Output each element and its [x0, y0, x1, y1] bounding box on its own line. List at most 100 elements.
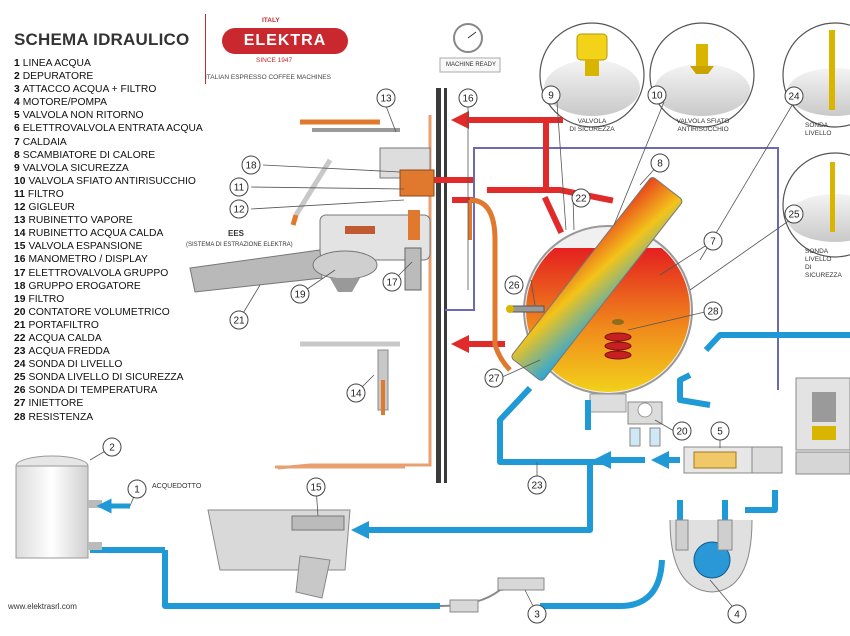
legend-number: 19 — [14, 293, 26, 305]
callout-5: 5 — [710, 421, 730, 441]
legend-number: 11 — [14, 188, 25, 200]
legend-number: 13 — [14, 215, 26, 227]
legend-number: 14 — [14, 228, 26, 240]
callout-17: 17 — [382, 272, 402, 292]
leader-lines — [89, 101, 795, 615]
legend-label: VALVOLA SFIATO ANTIRISUCCHIO — [28, 175, 196, 187]
callout-number: 1 — [134, 485, 140, 496]
legend-number: 15 — [14, 241, 26, 253]
legend-label: ATTACCO ACQUA + FILTRO — [22, 84, 157, 96]
callout-number: 17 — [386, 278, 398, 289]
callout-21: 21 — [229, 310, 249, 330]
legend-label: GRUPPO EROGATORE — [28, 280, 141, 292]
legend-number: 27 — [14, 398, 26, 410]
legend-number: 20 — [14, 306, 26, 318]
callout-number: 11 — [234, 183, 245, 194]
motor-pump — [669, 519, 753, 593]
legend-number: 4 — [14, 97, 20, 109]
logo-tagline: ITALIAN ESPRESSO COFFEE MACHINES — [205, 74, 331, 81]
callout-number: 20 — [676, 427, 688, 438]
inset-valvola-sfiato — [649, 22, 755, 128]
website-url: www.elektrasrl.com — [8, 602, 77, 611]
callout-26: 26 — [504, 275, 524, 295]
legend-number: 9 — [14, 162, 20, 174]
legend-label: SONDA LIVELLO DI SICUREZZA — [28, 372, 184, 384]
legend-label: CALDAIA — [22, 136, 67, 148]
callout-19: 19 — [290, 284, 310, 304]
legend-label: SONDA DI LIVELLO — [28, 359, 123, 371]
temperature-probe — [506, 305, 545, 313]
legend-number: 21 — [14, 319, 26, 331]
cold-lines — [90, 332, 850, 609]
callout-number: 3 — [534, 610, 540, 621]
inset-label-valvola-sfiato: VALVOLA SFIATO ANTIRISUCCHIO — [676, 118, 730, 133]
copper-line-boiler — [469, 197, 512, 372]
legend-label: ELETTROVALVOLA GRUPPO — [28, 267, 169, 279]
callout-number: 21 — [233, 316, 245, 327]
legend-number: 24 — [14, 359, 26, 371]
inset-valvola-sicurezza — [539, 22, 645, 128]
callout-number: 13 — [380, 94, 392, 105]
legend-number: 3 — [14, 84, 20, 96]
callout-number: 24 — [788, 92, 800, 103]
legend-label: RESISTENZA — [28, 411, 94, 423]
callout-number: 12 — [233, 205, 245, 216]
heat-exchanger — [511, 177, 683, 381]
legend-label: FILTRO — [27, 188, 64, 200]
callout-number: 18 — [245, 161, 257, 172]
legend-number: 17 — [14, 267, 26, 279]
legend-number: 7 — [14, 136, 20, 148]
legend-number: 25 — [14, 372, 26, 384]
legend-label: INIETTORE — [28, 398, 84, 410]
legend-label: SONDA DI TEMPERATURA — [28, 385, 158, 397]
legend-label: VALVOLA SICUREZZA — [22, 162, 129, 174]
legend-number: 22 — [14, 332, 26, 344]
callout-number: 8 — [657, 159, 663, 170]
logo-divider — [205, 14, 206, 84]
legend-number: 28 — [14, 411, 26, 423]
legend-number: 5 — [14, 110, 20, 122]
manometer — [439, 23, 501, 73]
callout-number: 22 — [575, 194, 587, 205]
inlet-solenoid — [795, 377, 850, 475]
portafilter-handle — [189, 249, 378, 293]
callout-number: 14 — [350, 389, 362, 400]
callout-number: 19 — [294, 290, 306, 301]
callout-20: 20 — [672, 421, 692, 441]
callout-number: 26 — [508, 281, 520, 292]
callout-number: 15 — [310, 483, 322, 494]
callout-number: 25 — [788, 210, 800, 221]
legend-label: GIGLEUR — [28, 202, 75, 214]
ees-subtitle: (SISTEMA DI ESTRAZIONE ELEKTRA) — [186, 242, 293, 248]
acquedotto-label: ACQUEDOTTO — [152, 483, 202, 490]
legend-label: RUBINETTO ACQUA CALDA — [28, 228, 164, 240]
callout-number: 10 — [651, 91, 663, 102]
diagram-title: SCHEMA IDRAULICO — [14, 30, 190, 49]
legend-label: CONTATORE VOLUMETRICO — [28, 306, 170, 318]
legend-label: LINEA ACQUA — [22, 58, 91, 69]
legend-label: VALVOLA ESPANSIONE — [28, 241, 143, 253]
legend-number: 18 — [14, 280, 26, 292]
legend-number: 26 — [14, 385, 26, 397]
legend-number: 16 — [14, 254, 26, 266]
